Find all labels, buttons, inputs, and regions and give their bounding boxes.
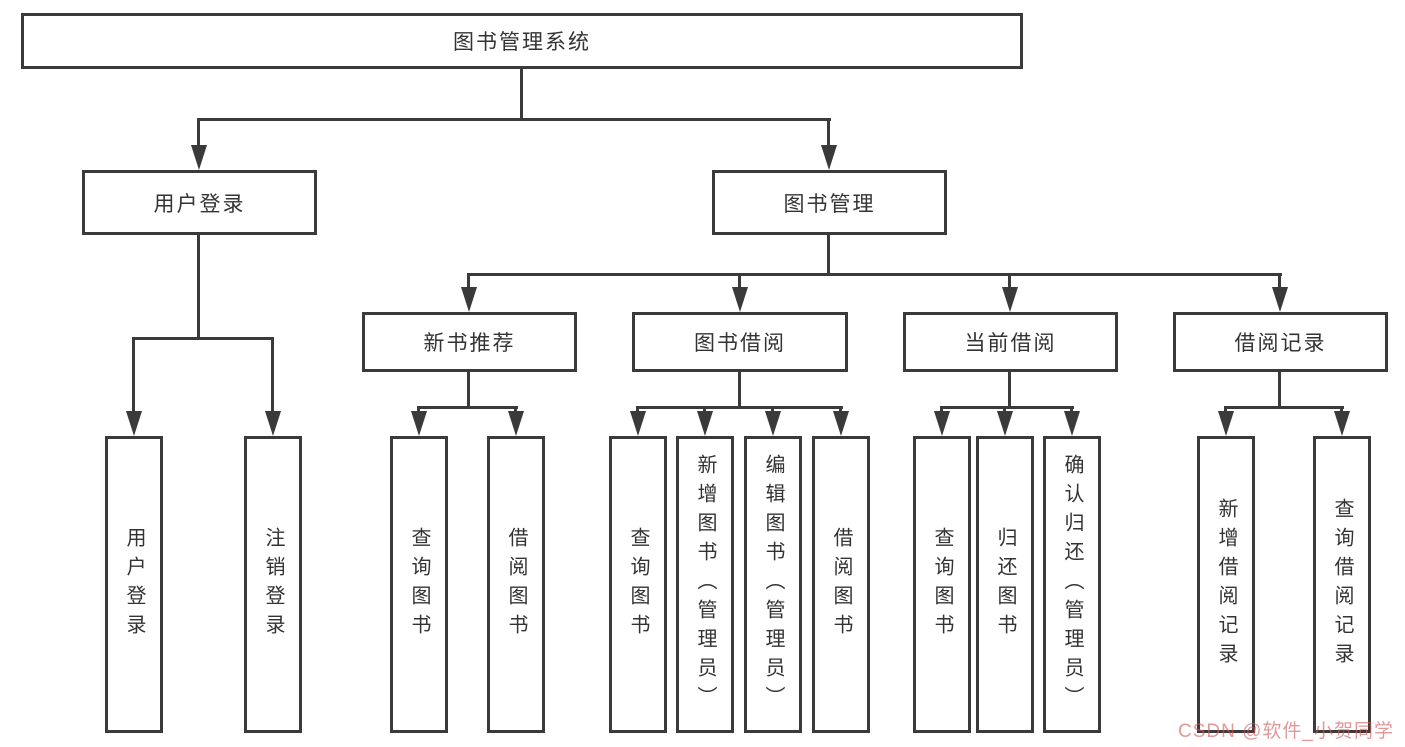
arrow-down-icon [1002,287,1018,312]
leaf-query-books-current: 查询图书 [913,436,971,733]
connector-line [197,118,831,121]
node-label: 注销登录 [262,526,284,643]
node-label: 借阅图书 [830,526,852,643]
connector-line [636,406,639,414]
connector-line [1224,406,1344,409]
node-label: 编辑图书（管理员） [762,454,784,715]
connector-line [1008,372,1011,409]
arrow-down-icon [697,411,713,436]
leaf-query-books-recommend: 查询图书 [390,436,448,733]
node-label: 新增借阅记录 [1215,497,1237,672]
connector-line [1340,406,1343,414]
connector-line [197,121,200,146]
connector-line [417,406,518,409]
leaf-return-books: 归还图书 [976,436,1034,733]
connector-line [839,406,842,414]
leaf-query-books-borrowing: 查询图书 [609,436,667,733]
connector-line [132,337,135,413]
node-label: 归还图书 [994,526,1016,643]
node-label: 新增图书（管理员） [694,454,716,715]
node-label: 查询图书 [931,526,953,643]
leaf-borrow-books-recommend: 借阅图书 [487,436,545,733]
leaf-confirm-return-admin: 确认归还（管理员） [1043,436,1101,733]
leaf-add-borrow-record: 新增借阅记录 [1197,436,1255,733]
leaf-add-book-admin: 新增图书（管理员） [676,436,734,733]
connector-line [467,276,470,289]
node-label: 图书借阅 [694,332,786,355]
arrow-down-icon [833,411,849,436]
connector-line [771,406,774,414]
arrow-down-icon [765,411,781,436]
watermark: CSDN @软件_小贺同学 [1178,721,1394,742]
node-label: 图书管理 [783,192,876,216]
leaf-logout: 注销登录 [244,436,302,733]
connector-line [1224,406,1227,414]
arrow-down-icon [732,287,748,312]
arrow-down-icon [126,411,142,436]
arrow-down-icon [508,411,524,436]
arrow-down-icon [934,411,950,436]
node-user-login: 用户登录 [82,170,317,235]
node-label: 借阅图书 [505,526,527,643]
node-label: 用户登录 [123,526,145,643]
arrow-down-icon [265,411,281,436]
connector-line [940,406,1074,409]
connector-line [738,276,741,289]
connector-line [827,121,830,146]
arrow-down-icon [1334,411,1350,436]
node-new-book-recommendation: 新书推荐 [362,312,577,372]
node-label: 当前借阅 [964,332,1057,355]
connector-line [1070,406,1073,414]
connector-line [1003,406,1006,414]
connector-line [827,235,830,276]
node-label: 图书管理系统 [453,31,591,54]
connector-line [636,406,843,409]
connector-line [1278,276,1281,289]
arrow-down-icon [461,287,477,312]
connector-line [417,406,420,414]
connector-line [703,406,706,414]
arrow-down-icon [411,411,427,436]
leaf-query-borrow-record: 查询借阅记录 [1313,436,1371,733]
node-label: 借阅记录 [1234,332,1327,355]
node-library-system: 图书管理系统 [21,13,1023,69]
node-label: 查询图书 [627,526,649,643]
node-book-borrowing: 图书借阅 [632,312,848,372]
connector-line [271,337,274,413]
connector-line [514,406,517,414]
node-label: 查询借阅记录 [1331,497,1353,672]
arrow-down-icon [1064,411,1080,436]
arrow-down-icon [1218,411,1234,436]
connector-line [1278,372,1281,409]
node-label: 用户登录 [153,192,246,216]
arrow-down-icon [191,145,207,170]
node-book-management: 图书管理 [712,170,947,235]
arrow-down-icon [1272,287,1288,312]
connector-line [197,235,200,337]
connector-line [940,406,943,414]
node-borrowing-records: 借阅记录 [1173,312,1388,372]
arrow-down-icon [821,145,837,170]
arrow-down-icon [997,411,1013,436]
arrow-down-icon [630,411,646,436]
node-label: 查询图书 [408,526,430,643]
connector-line [467,273,1282,276]
leaf-borrow-books: 借阅图书 [812,436,870,733]
node-current-borrowing: 当前借阅 [903,312,1118,372]
connector-line [738,372,741,409]
leaf-edit-book-admin: 编辑图书（管理员） [744,436,802,733]
connector-line [1008,276,1011,289]
connector-line [467,372,470,409]
node-label: 确认归还（管理员） [1061,454,1083,715]
connector-line [132,337,274,340]
leaf-user-login: 用户登录 [105,436,163,733]
node-label: 新书推荐 [423,332,516,355]
connector-line [520,69,523,121]
